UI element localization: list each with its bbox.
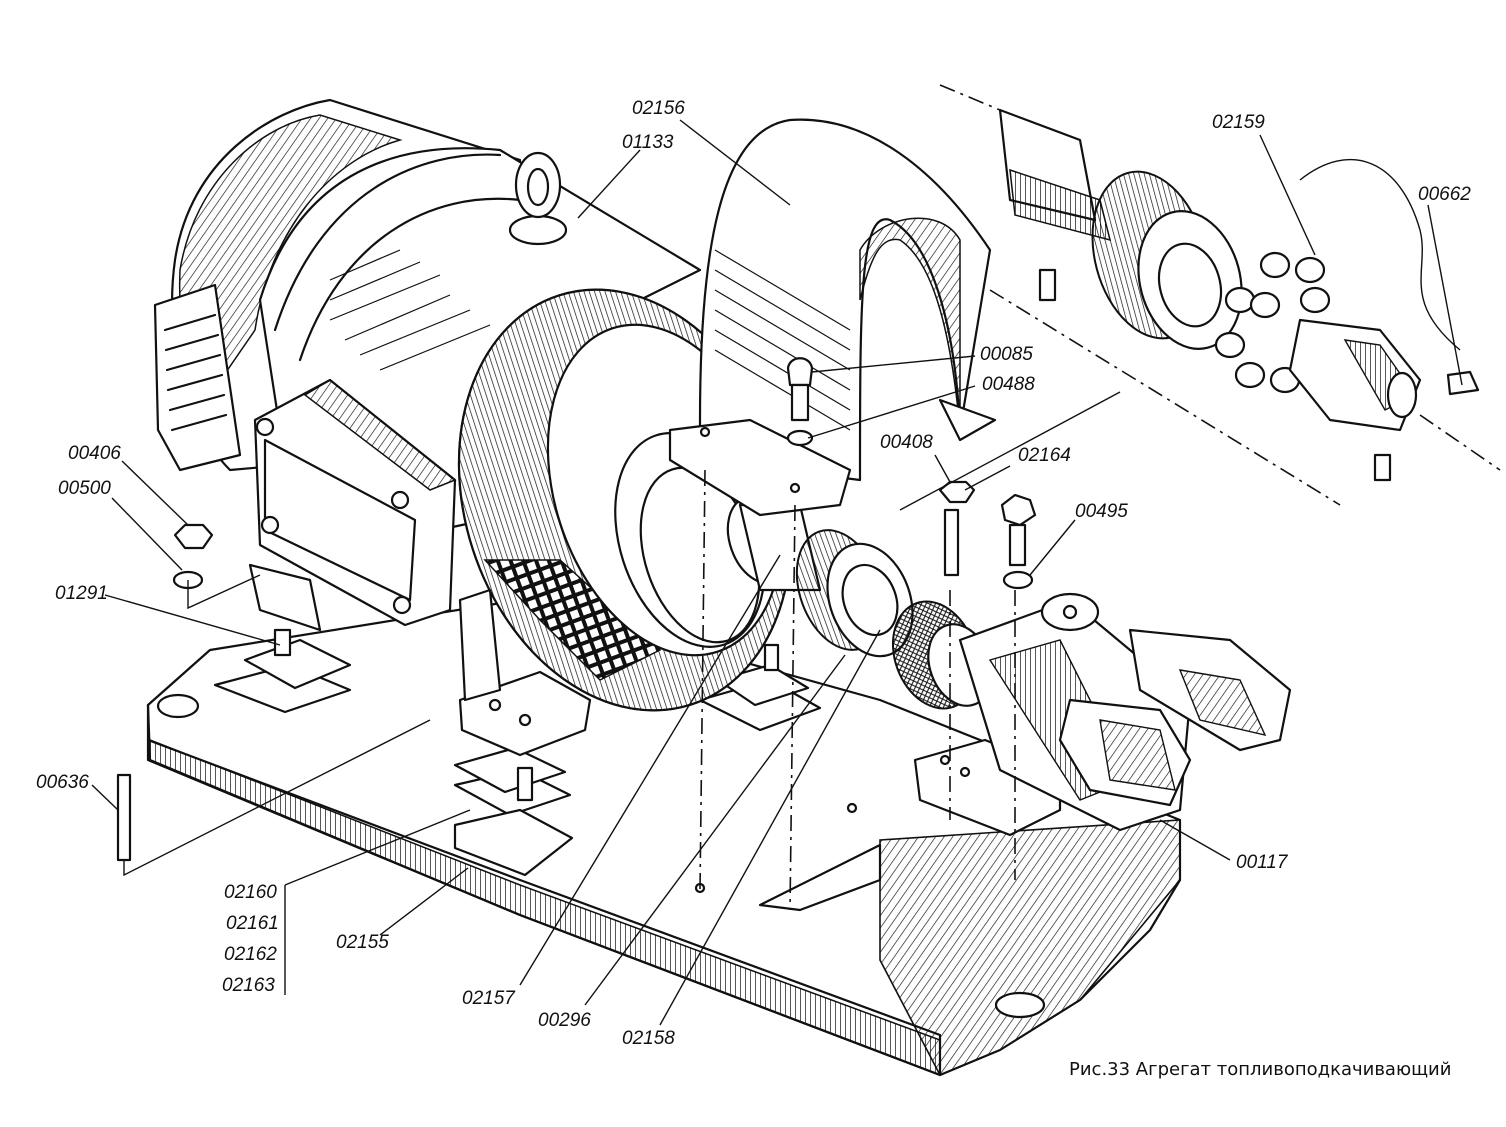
callout-02163: 02163 [222,975,275,996]
callout-00408: 00408 [880,432,933,453]
callout-02155: 02155 [336,932,389,953]
coupling-assembly [795,529,993,710]
callout-02162: 02162 [224,944,277,965]
callout-02161: 02161 [226,913,279,934]
callout-00117: 00117 [1236,852,1289,873]
callout-00296: 00296 [538,1010,591,1031]
callout-02157: 02157 [462,988,516,1009]
callout-02158: 02158 [622,1028,675,1049]
callout-00662: 00662 [1418,184,1471,205]
callout-00495: 00495 [1075,501,1128,522]
callout-00488: 00488 [982,374,1035,395]
callout-00085: 00085 [980,344,1033,365]
callout-00500: 00500 [58,478,111,499]
leader-lines [91,119,1463,1026]
coupling-guard [668,118,997,517]
fuel-pump [958,592,1292,832]
callout-labels: 02156 01133 02159 00662 00085 00488 0040… [36,98,1471,1080]
fasteners [116,357,1037,862]
callout-01133: 01133 [622,132,674,153]
callout-01291: 01291 [55,583,108,604]
exploded-coupling [939,84,1501,506]
callout-02156: 02156 [632,98,685,119]
base-frame [146,598,1182,1077]
callout-02159: 02159 [1212,112,1265,133]
callout-00406: 00406 [68,443,121,464]
callout-02160: 02160 [224,882,277,903]
callout-02164: 02164 [1018,445,1071,466]
figure-caption: Рис.33 Агрегат топливоподкачивающий [1069,1059,1451,1080]
callout-00636: 00636 [36,772,89,793]
